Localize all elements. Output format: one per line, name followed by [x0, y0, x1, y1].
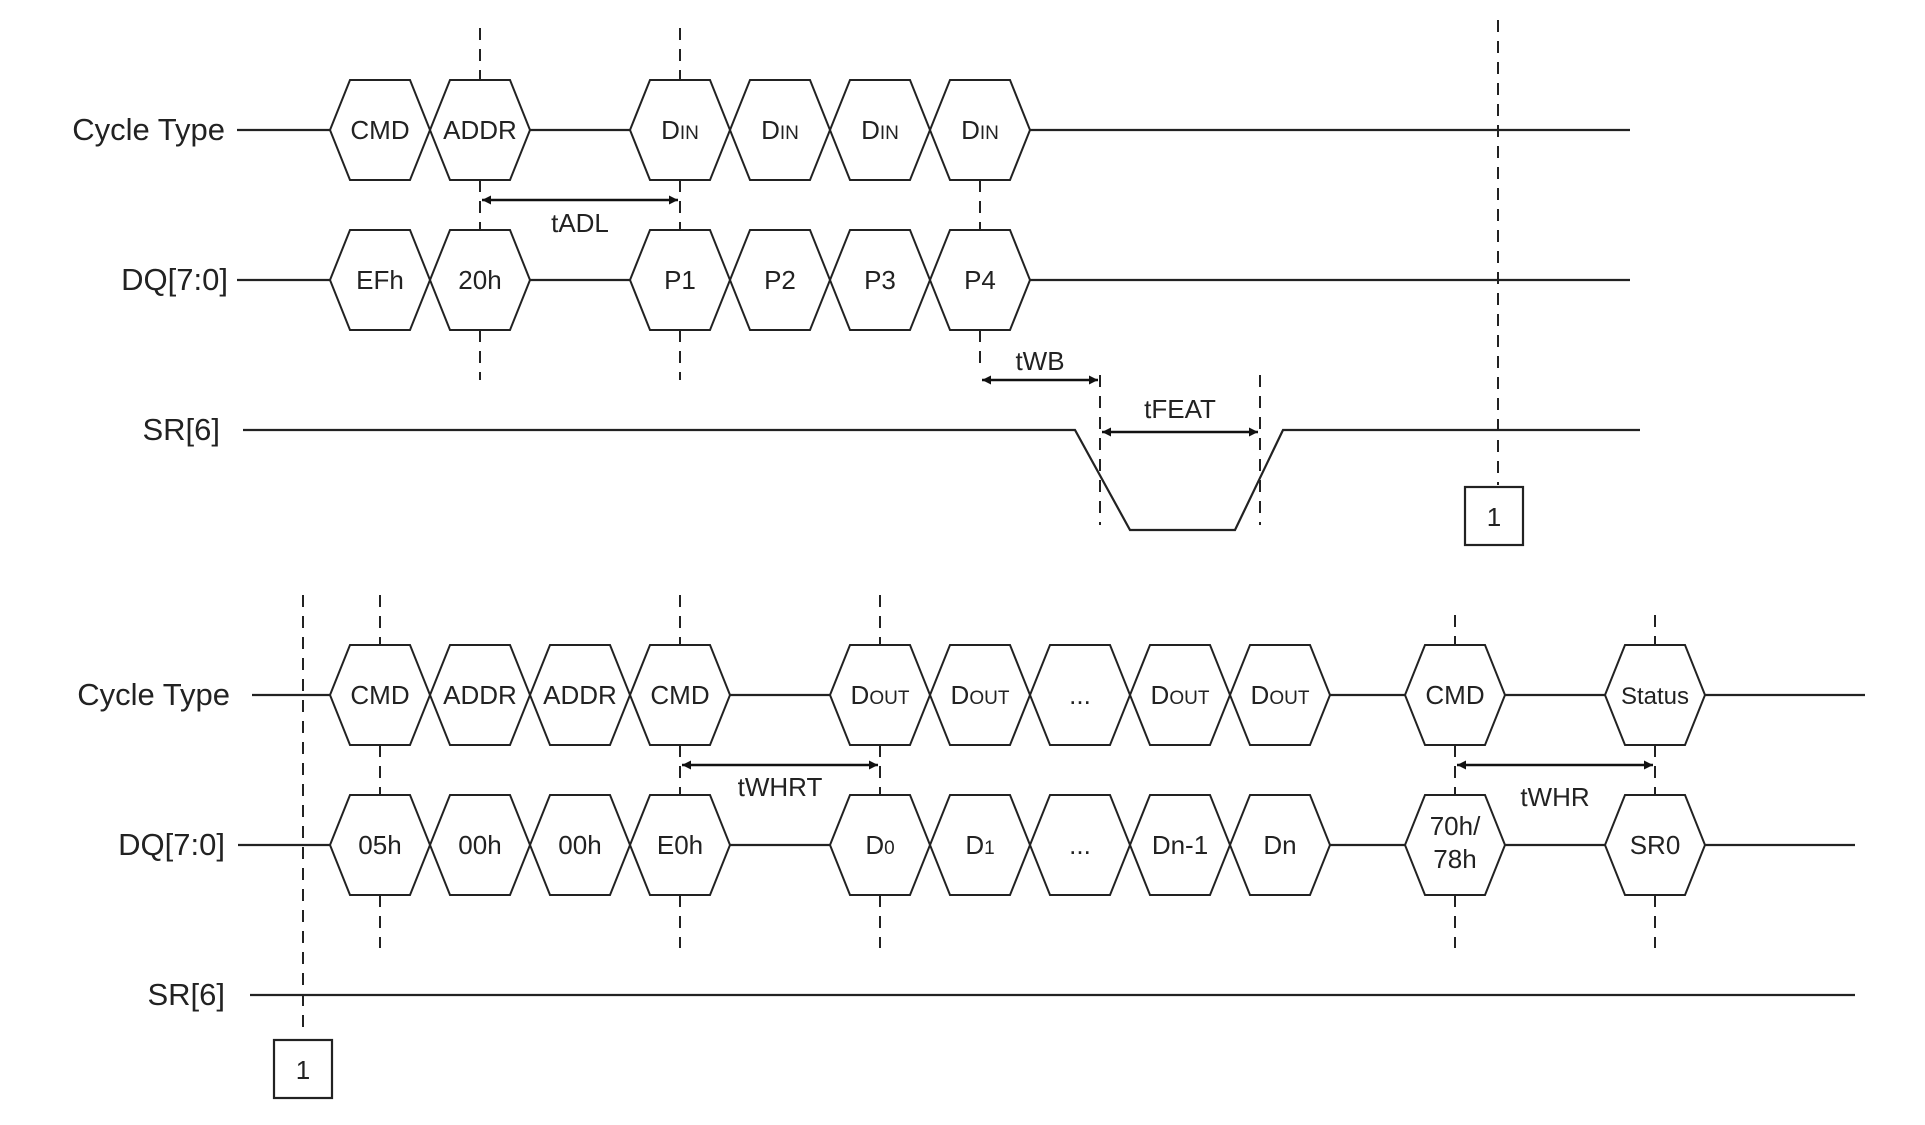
svg-text:CMD: CMD — [650, 680, 709, 710]
svg-text:Dn-1: Dn-1 — [1152, 830, 1208, 860]
dq-cell: P4 — [928, 229, 1032, 331]
cycle-cell: DOUT — [1228, 644, 1332, 746]
cycle-cell: DIN — [828, 79, 932, 181]
svg-text:DIN: DIN — [861, 115, 899, 145]
dq-cell: EFh — [328, 229, 432, 331]
signal-label-dq: DQ[7:0] — [118, 827, 225, 862]
signal-label-cycle-type: Cycle Type — [72, 112, 225, 147]
cycle-cell: DIN — [628, 79, 732, 181]
svg-text:05h: 05h — [358, 830, 401, 860]
signal-label-sr6: SR[6] — [147, 977, 225, 1012]
svg-text:20h: 20h — [458, 265, 501, 295]
panel-2: Cycle Type DQ[7:0] SR[6] CMD ADDR ADDR — [77, 595, 1865, 1100]
svg-text:70h/: 70h/ — [1430, 811, 1481, 841]
cycle-cell: DOUT — [928, 644, 1032, 746]
dq-cell: P2 — [728, 229, 832, 331]
cycle-cell: CMD — [328, 79, 432, 181]
svg-text:00h: 00h — [458, 830, 501, 860]
dq-cell: SR0 — [1603, 794, 1707, 896]
cycle-cell: DOUT — [828, 644, 932, 746]
cycle-cell: DIN — [728, 79, 832, 181]
svg-text:DIN: DIN — [661, 115, 699, 145]
svg-text:D0: D0 — [865, 830, 894, 860]
connector-box: 1 — [272, 1038, 334, 1100]
svg-text:DOUT: DOUT — [1151, 680, 1210, 710]
svg-text:P1: P1 — [664, 265, 696, 295]
timing-label-twhr: tWHR — [1520, 782, 1589, 812]
timing-label-tadl: tADL — [551, 208, 609, 238]
svg-text:Status: Status — [1621, 683, 1689, 710]
svg-text:E0h: E0h — [657, 830, 703, 860]
dq-cell: 00h — [428, 794, 532, 896]
svg-text:EFh: EFh — [356, 265, 404, 295]
cycle-cell: CMD — [1403, 644, 1507, 746]
cycle-cell: CMD — [628, 644, 732, 746]
dq-cell: Dn — [1228, 794, 1332, 896]
svg-text:DOUT: DOUT — [1251, 680, 1310, 710]
cycle-cell: DIN — [928, 79, 1032, 181]
dq-cell: D0 — [828, 794, 932, 896]
svg-text:00h: 00h — [558, 830, 601, 860]
svg-text:P4: P4 — [964, 265, 996, 295]
svg-text:CMD: CMD — [350, 680, 409, 710]
dq-cell: 20h — [428, 229, 532, 331]
svg-text:P3: P3 — [864, 265, 896, 295]
cycle-cell: Status — [1603, 644, 1707, 746]
svg-text:DOUT: DOUT — [951, 680, 1010, 710]
svg-text:CMD: CMD — [350, 115, 409, 145]
cycle-cell: ADDR — [428, 644, 532, 746]
signal-label-dq: DQ[7:0] — [121, 262, 228, 297]
svg-text:P2: P2 — [764, 265, 796, 295]
svg-text:...: ... — [1069, 830, 1091, 860]
dq-cell: 05h — [328, 794, 432, 896]
dq-cell: Dn-1 — [1128, 794, 1232, 896]
svg-text:ADDR: ADDR — [443, 115, 517, 145]
dq-cell: ... — [1028, 794, 1132, 896]
dq-cell: P1 — [628, 229, 732, 331]
svg-text:1: 1 — [1487, 502, 1501, 532]
dq-cell: D1 — [928, 794, 1032, 896]
dq-cell: E0h — [628, 794, 732, 896]
connector-box: 1 — [1463, 485, 1525, 547]
svg-text:SR0: SR0 — [1630, 830, 1681, 860]
dq-cell: 00h — [528, 794, 632, 896]
svg-text:CMD: CMD — [1425, 680, 1484, 710]
cycle-cell: ... — [1028, 644, 1132, 746]
svg-text:1: 1 — [296, 1055, 310, 1085]
svg-text:DIN: DIN — [761, 115, 799, 145]
dq-cell: P3 — [828, 229, 932, 331]
svg-text:DOUT: DOUT — [851, 680, 910, 710]
svg-text:Dn: Dn — [1263, 830, 1296, 860]
cycle-cell: DOUT — [1128, 644, 1232, 746]
svg-text:D1: D1 — [965, 830, 994, 860]
sr6-waveform — [243, 428, 1640, 532]
signal-label-cycle-type: Cycle Type — [77, 677, 230, 712]
svg-text:78h: 78h — [1433, 844, 1476, 874]
cycle-cell: CMD — [328, 644, 432, 746]
timing-label-tfeat: tFEAT — [1144, 394, 1216, 424]
svg-text:ADDR: ADDR — [443, 680, 517, 710]
cycle-cell: ADDR — [428, 79, 532, 181]
svg-text:DIN: DIN — [961, 115, 999, 145]
timing-label-twhrt: tWHRT — [738, 772, 823, 802]
svg-text:...: ... — [1069, 680, 1091, 710]
timing-label-twb: tWB — [1015, 346, 1064, 376]
signal-label-sr6: SR[6] — [142, 412, 220, 447]
dq-cell: 70h/ 78h — [1403, 794, 1507, 896]
panel-1: Cycle Type DQ[7:0] SR[6] CMD ADDR DIN DI… — [72, 20, 1640, 547]
svg-text:ADDR: ADDR — [543, 680, 617, 710]
cycle-cell: ADDR — [528, 644, 632, 746]
